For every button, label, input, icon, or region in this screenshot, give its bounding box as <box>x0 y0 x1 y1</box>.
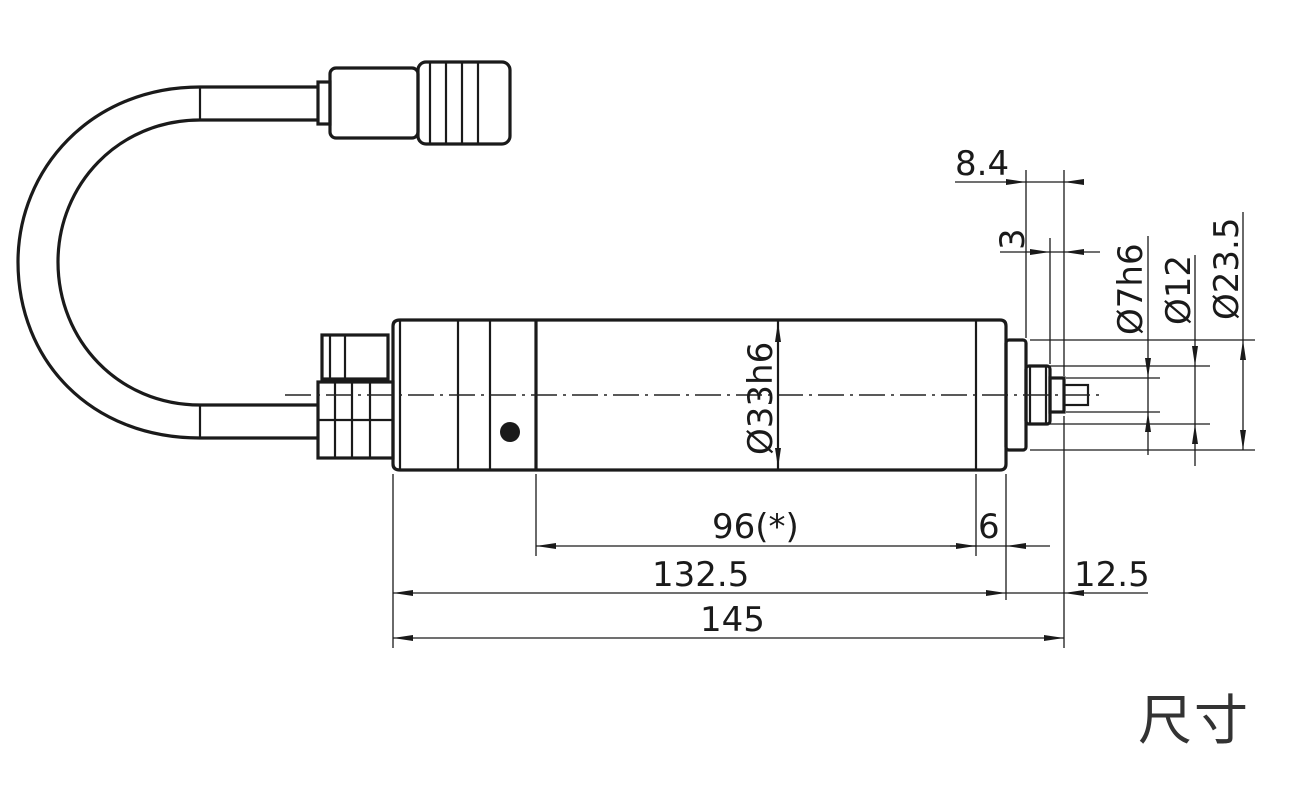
motor-body <box>391 318 1008 472</box>
cable-connector-plug <box>316 60 512 146</box>
cable <box>16 85 318 440</box>
dim-3-label: 3 <box>993 228 1033 250</box>
rear-cable-gland <box>316 333 395 460</box>
dim-phi23-5-label: Ø23.5 <box>1207 218 1247 320</box>
dim-phi7h6-label: Ø7h6 <box>1111 243 1151 335</box>
dim-96-label: 96(*) <box>712 507 799 547</box>
dim-6-label: 6 <box>978 507 1000 547</box>
dim-phi33h6-label: Ø33h6 <box>741 342 781 455</box>
caption-dimensions: 尺寸 <box>1138 689 1250 752</box>
dim-12-5-label: 12.5 <box>1074 555 1150 595</box>
dim-132-5-label: 132.5 <box>652 555 749 595</box>
dimension-arrows <box>393 179 1246 641</box>
dim-phi12-label: Ø12 <box>1159 255 1199 325</box>
dim-8-4-label: 8.4 <box>955 144 1009 184</box>
dim-145-label: 145 <box>700 600 765 640</box>
